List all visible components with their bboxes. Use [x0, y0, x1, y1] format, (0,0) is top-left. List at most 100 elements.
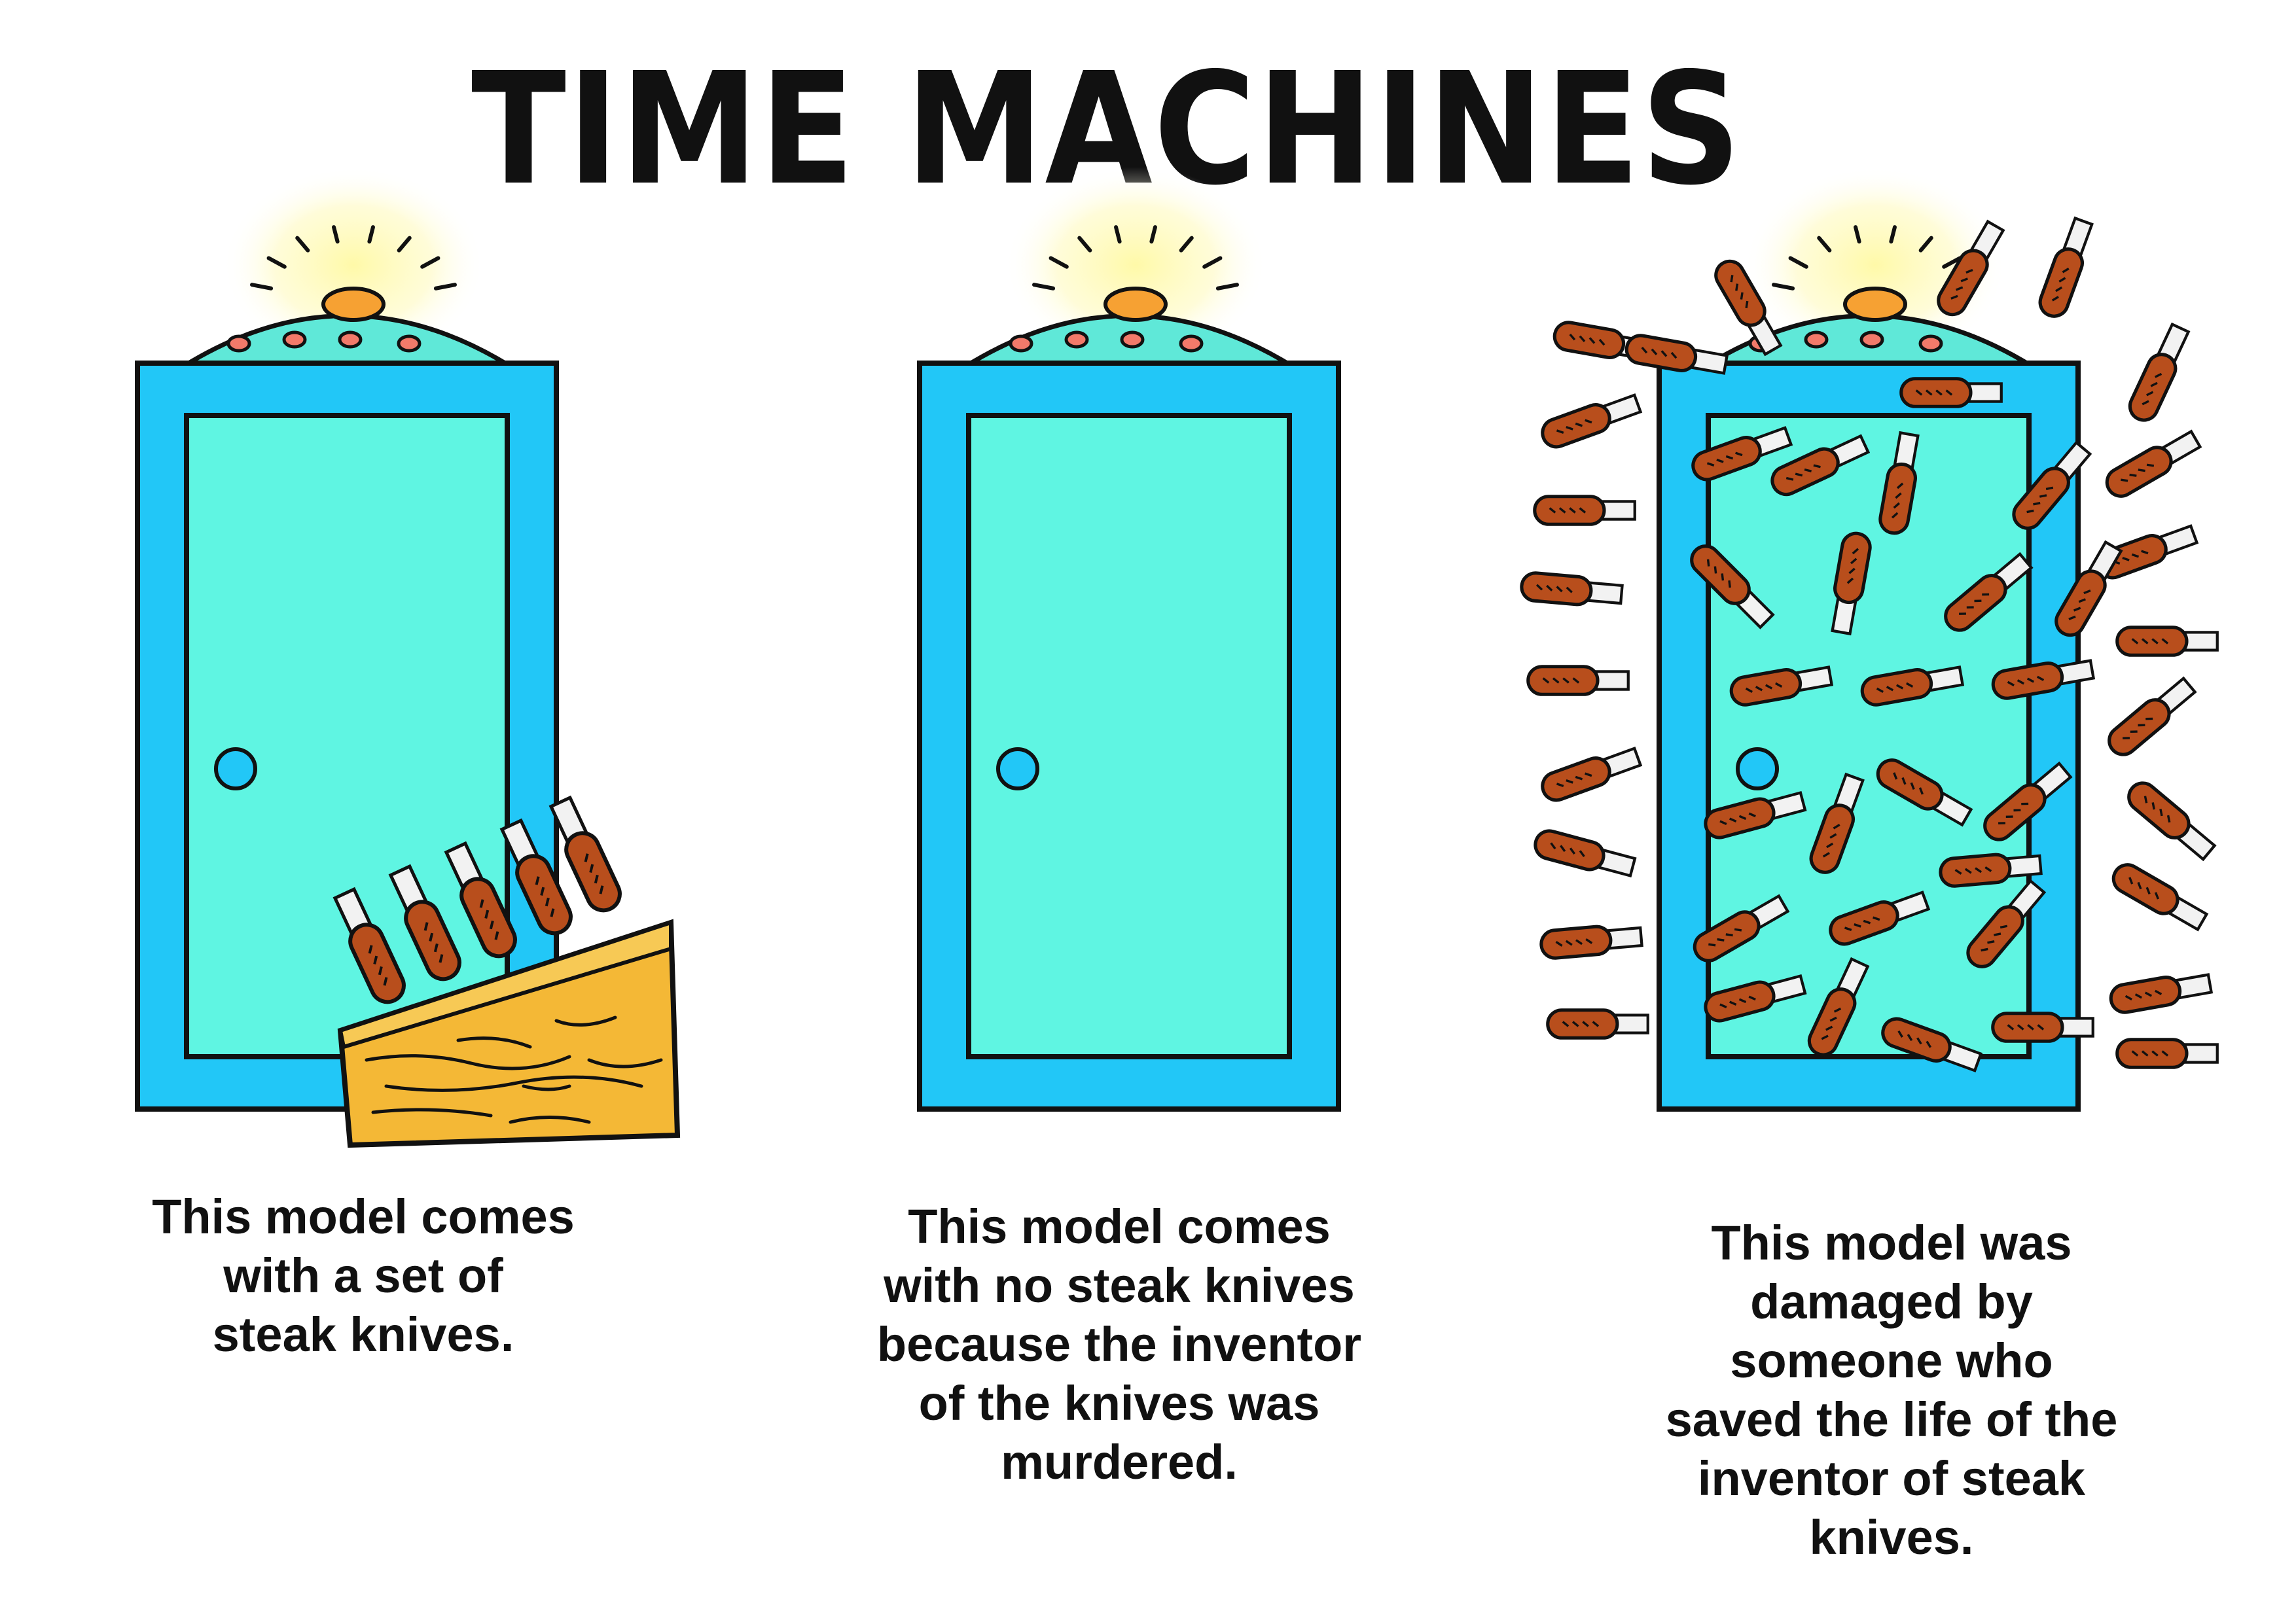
dome-lamp: [1859, 330, 1884, 349]
handle-rivets: [1998, 802, 2029, 824]
steak-knife: [1691, 426, 1793, 482]
knife-handle: [1809, 803, 1855, 874]
handle-rivets: [1535, 584, 1573, 593]
knife-handle: [2115, 1038, 2189, 1069]
steak-knife: [1539, 925, 1643, 960]
knife-handle: [2109, 976, 2182, 1014]
handle-rivets: [1562, 1021, 1600, 1027]
knife-handle: [1860, 668, 1933, 707]
steak-knife: [2109, 973, 2214, 1014]
grain-line: [384, 1075, 643, 1092]
handle-rivets: [1844, 916, 1880, 931]
steak-knife: [1807, 957, 1870, 1057]
handle-rivets: [2128, 877, 2160, 900]
knife-handle: [1541, 756, 1611, 802]
caption-line: someone who: [1730, 1333, 2053, 1388]
knife-handle: [515, 854, 573, 936]
knife-handle: [2038, 247, 2084, 318]
handle-rivets: [479, 899, 499, 940]
steak-knife: [1541, 393, 1643, 449]
caption-line: with no steak knives: [884, 1258, 1355, 1313]
dome-lamp: [338, 330, 363, 349]
steak-knife: [548, 795, 622, 913]
knife-block-top: [338, 919, 673, 1050]
knife-handle: [1991, 662, 2064, 700]
dome-lamp: [1009, 334, 1033, 353]
knife-blade: [2005, 854, 2043, 878]
knife-handle: [1937, 249, 1989, 317]
handle-rivets: [1893, 772, 1924, 795]
handle-rivets: [1822, 823, 1840, 858]
dome-lamp: [282, 330, 307, 349]
beacon-rays: [1032, 225, 1239, 291]
handle-rivets: [1981, 925, 2008, 952]
knife-handle: [1878, 462, 1917, 535]
knife-blade: [1966, 382, 2003, 403]
knife-handle: [1729, 668, 1803, 707]
knife-blade: [2182, 631, 2219, 652]
dome-lamp: [1804, 330, 1829, 349]
steak-knife: [1704, 974, 1807, 1023]
caption-line: inventor of steak: [1697, 1451, 2086, 1506]
knife-handle: [1526, 665, 1600, 696]
steak-knife: [1878, 431, 1920, 535]
knife-handle: [1899, 377, 1973, 408]
handle-rivets: [1706, 451, 1743, 467]
beacon-glow: [1744, 167, 2006, 363]
beacon-light: [1843, 287, 1907, 322]
knife-handle: [2105, 446, 2173, 498]
knife-blade: [1593, 670, 1630, 691]
knife-handle: [1944, 574, 2007, 632]
handle-rivets: [2051, 267, 2070, 302]
beacon-rays: [250, 225, 457, 291]
knife-handle: [2054, 569, 2107, 637]
grain-line: [509, 1116, 591, 1124]
wood-grain: [365, 1015, 663, 1124]
caption-line: murdered.: [1001, 1435, 1238, 1489]
knife-handle: [1693, 910, 1761, 962]
handle-rivets: [1897, 1030, 1932, 1048]
handle-rivets: [2144, 796, 2171, 823]
handle-rivets: [1959, 593, 1990, 615]
time-machine-2: [917, 167, 1341, 1112]
steak-knife: [388, 864, 461, 981]
steak-knife: [2127, 781, 2217, 862]
knife-handle: [1624, 334, 1698, 372]
door-knob: [214, 747, 257, 790]
knife-handle: [348, 923, 406, 1004]
knife-handle: [459, 877, 517, 959]
knife-handle: [1876, 758, 1944, 811]
handle-rivets: [423, 922, 444, 963]
steak-knife: [1983, 761, 2073, 841]
knife-handle: [1983, 783, 2047, 841]
grain-line: [365, 1054, 571, 1070]
stabbed-knives: [1520, 216, 2219, 1072]
handle-rivets: [1954, 866, 1992, 875]
handle-rivets: [2142, 372, 2162, 406]
caption-line: saved the life of the: [1665, 1392, 2118, 1447]
steak-knife: [1693, 894, 1790, 962]
beacon-light: [321, 287, 386, 322]
caption-line: because the inventor: [876, 1317, 1362, 1371]
time-machine-1: [135, 167, 559, 1112]
steak-knife: [2115, 1038, 2219, 1069]
steak-knife: [2105, 429, 2202, 498]
caption-line: of the knives was: [918, 1376, 1320, 1430]
steak-knife: [1534, 829, 1637, 878]
handle-rivets: [584, 853, 604, 894]
handle-rivets: [1719, 812, 1756, 826]
steak-knife: [2128, 322, 2191, 422]
handle-rivets: [1915, 389, 1953, 396]
handle-rivets: [2026, 486, 2054, 514]
steak-knife: [2115, 626, 2219, 657]
steak-knife: [1939, 853, 2043, 888]
knife-handle: [1539, 925, 1613, 960]
handle-rivets: [1745, 682, 1783, 693]
steak-knife: [1944, 552, 2034, 632]
handle-rivets: [368, 945, 388, 986]
steak-knife: [1770, 434, 1871, 497]
steak-knife: [1624, 334, 1729, 375]
time-machine-3: [1657, 167, 2081, 1112]
steak-knife: [1991, 1012, 2094, 1043]
